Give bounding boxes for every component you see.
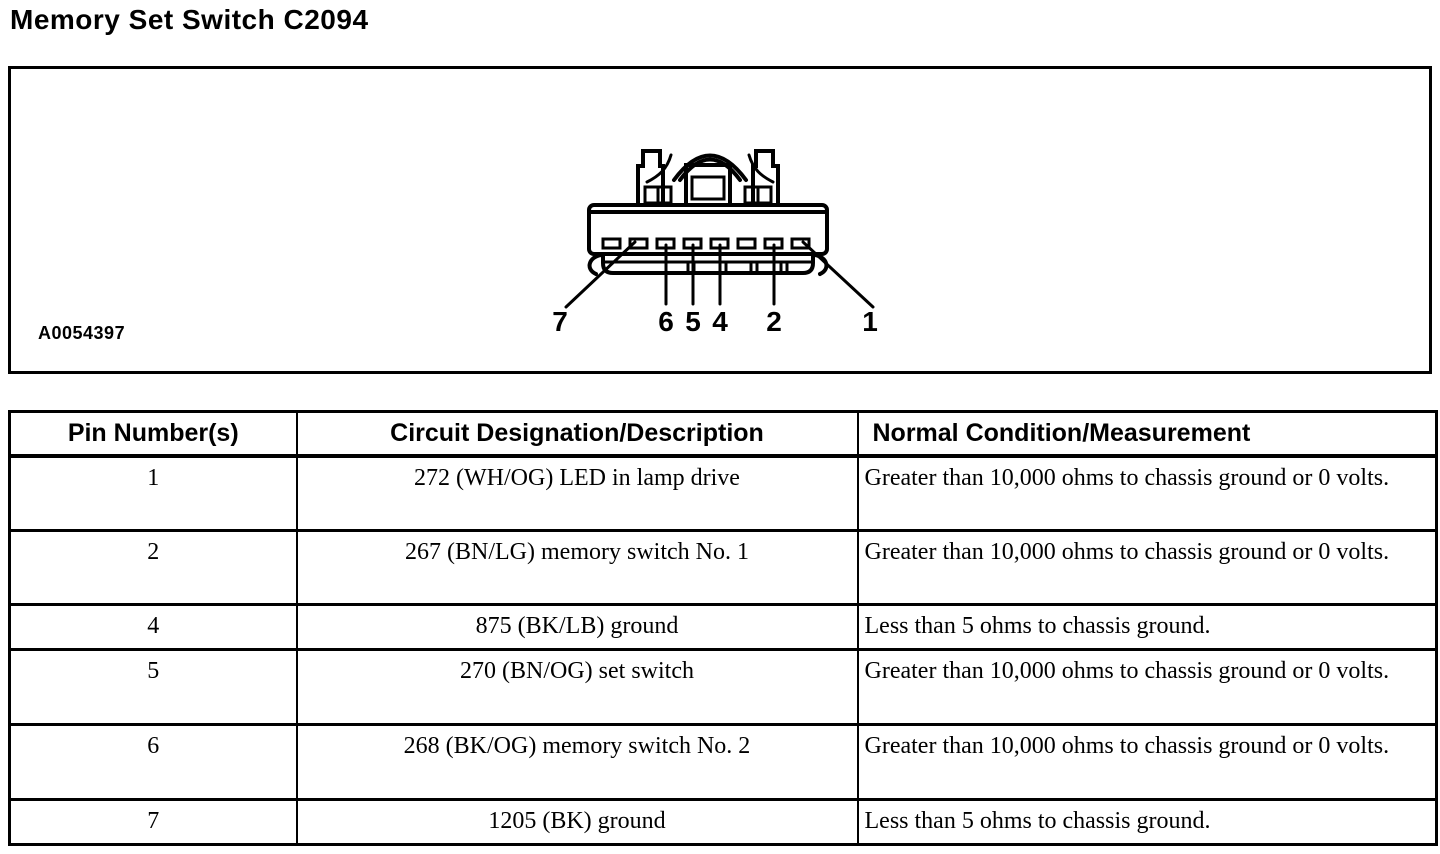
condition-cell: Greater than 10,000 ohms to chassis grou…: [856, 648, 1438, 726]
header-pin-numbers: Pin Number(s): [8, 410, 298, 458]
pin-cell: 1: [8, 454, 298, 532]
header-normal-condition: Normal Condition/Measurement: [856, 410, 1438, 458]
condition-cell: Greater than 10,000 ohms to chassis grou…: [856, 454, 1438, 532]
connector-skirt-details: [605, 260, 811, 272]
condition-cell: Greater than 10,000 ohms to chassis grou…: [856, 723, 1438, 801]
table-row-pin-2: 2 267 (BN/LG) memory switch No. 1 Greate…: [8, 529, 1438, 606]
circuit-cell: 1205 (BK) ground: [295, 798, 859, 846]
pin-cell: 6: [8, 723, 298, 801]
table-header-row: Pin Number(s) Circuit Designation/Descri…: [8, 410, 1438, 458]
pinout-table: Pin Number(s) Circuit Designation/Descri…: [8, 410, 1438, 846]
table-row-pin-1: 1 272 (WH/OG) LED in lamp drive Greater …: [8, 454, 1438, 532]
condition-cell: Less than 5 ohms to chassis ground.: [856, 798, 1438, 846]
circuit-cell: 268 (BK/OG) memory switch No. 2: [295, 723, 859, 801]
connector-diagram: 7 6 5 4 2 1: [552, 149, 878, 337]
pin-callout-5: 5: [685, 306, 701, 337]
connector-latch-assembly: [636, 149, 780, 207]
circuit-cell: 875 (BK/LB) ground: [295, 603, 859, 651]
connector-latch-details: [643, 153, 775, 205]
pin-callout-6: 6: [658, 306, 674, 337]
header-circuit-designation: Circuit Designation/Description: [295, 410, 859, 458]
table-row-pin-4: 4 875 (BK/LB) ground Less than 5 ohms to…: [8, 603, 1438, 651]
pin-cell: 4: [8, 603, 298, 651]
connector-diagram-panel: 7 6 5 4 2 1 A0054397: [8, 66, 1432, 374]
condition-cell: Greater than 10,000 ohms to chassis grou…: [856, 529, 1438, 606]
pin-callout-1: 1: [862, 306, 878, 337]
pin-callout-2: 2: [766, 306, 782, 337]
circuit-cell: 267 (BN/LG) memory switch No. 1: [295, 529, 859, 606]
table-row-pin-6: 6 268 (BK/OG) memory switch No. 2 Greate…: [8, 723, 1438, 801]
table-row-pin-7: 7 1205 (BK) ground Less than 5 ohms to c…: [8, 798, 1438, 846]
pin-cell: 2: [8, 529, 298, 606]
page-title: Memory Set Switch C2094: [10, 4, 369, 35]
pin-cell: 5: [8, 648, 298, 726]
pin-cell: 7: [8, 798, 298, 846]
condition-cell: Less than 5 ohms to chassis ground.: [856, 603, 1438, 651]
table-row-pin-5: 5 270 (BN/OG) set switch Greater than 10…: [8, 648, 1438, 726]
figure-label: A0054397: [38, 323, 126, 343]
pin-leader-lines: [564, 240, 875, 309]
circuit-cell: 272 (WH/OG) LED in lamp drive: [295, 454, 859, 532]
circuit-cell: 270 (BN/OG) set switch: [295, 648, 859, 726]
pin-callout-7: 7: [552, 306, 568, 337]
pin-callout-4: 4: [712, 306, 728, 337]
